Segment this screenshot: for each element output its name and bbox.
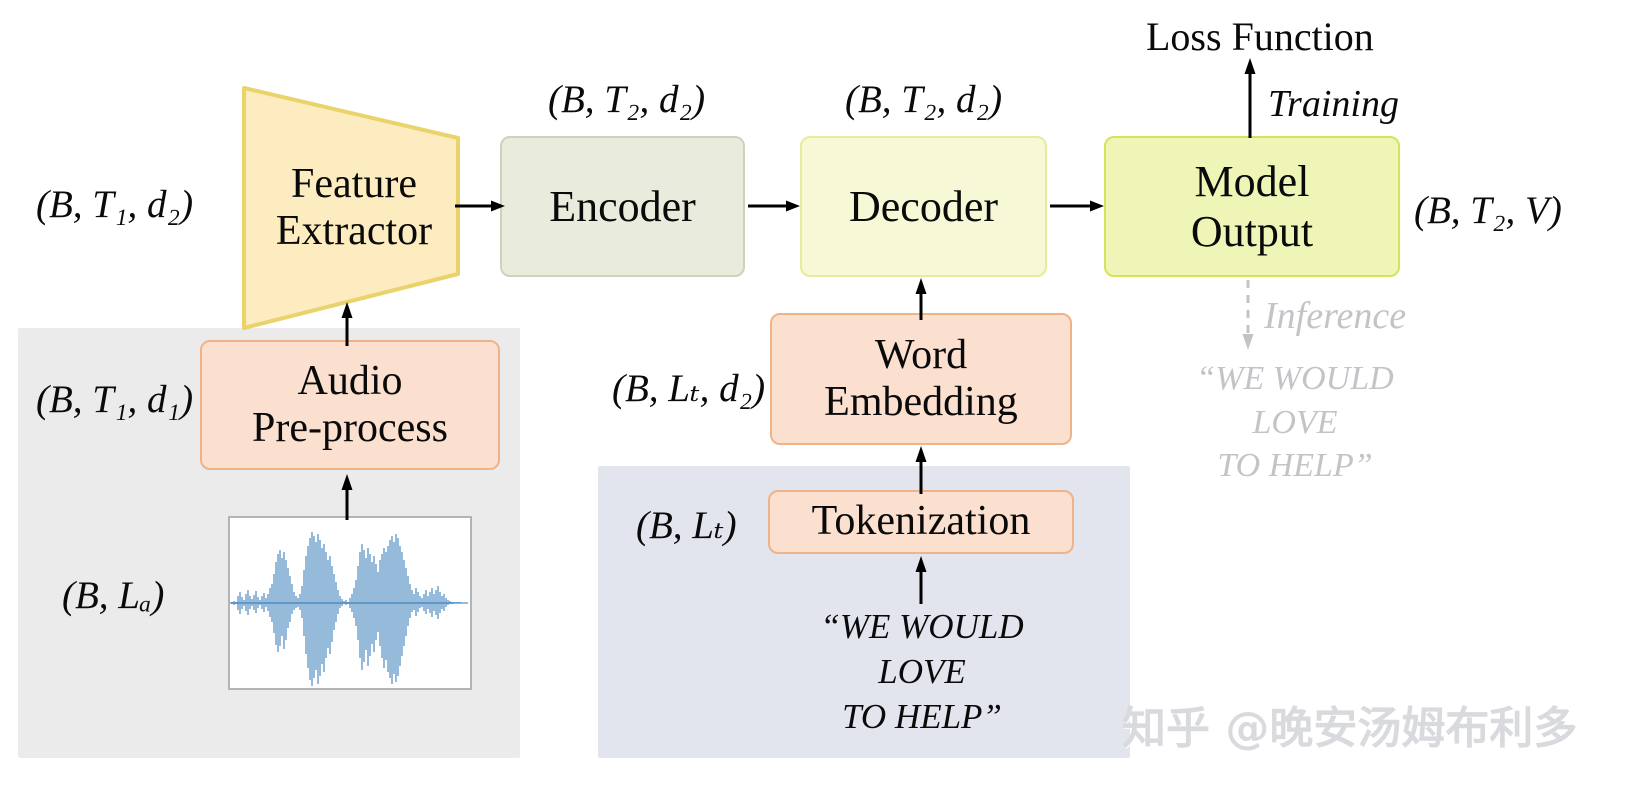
decoder-node[interactable]: Decoder bbox=[800, 136, 1047, 277]
shape-label-decoder-output: (B, T₂, d₂) bbox=[845, 78, 1003, 121]
model-output-label: Model Output bbox=[1191, 157, 1313, 256]
arrow-waveform-to-audio-preprocess bbox=[337, 474, 357, 520]
arrow-input-text-to-tokenization bbox=[911, 556, 931, 604]
word-embedding-label-line2: Embedding bbox=[824, 379, 1018, 425]
zhihu-watermark: 知乎 @晚安汤姆布利多 bbox=[1122, 703, 1578, 754]
shape-label-feature-extractor-output: (B, T₁, d₂) bbox=[36, 183, 194, 226]
word-embedding-node[interactable]: Word Embedding bbox=[770, 313, 1072, 445]
audio-waveform-image bbox=[228, 516, 472, 690]
audio-preprocess-node[interactable]: Audio Pre-process bbox=[200, 340, 500, 470]
model-output-label-line2: Output bbox=[1190, 206, 1314, 256]
inference-output-text: “WE WOULD LOVE TO HELP” bbox=[1170, 357, 1420, 488]
arrow-feature-extractor-to-encoder bbox=[455, 196, 507, 216]
audio-preprocess-label-line1: Audio bbox=[297, 357, 403, 404]
shape-label-word-embedding-output: (B, Lₜ, d₂) bbox=[612, 367, 766, 410]
shape-label-model-output: (B, T₂, V) bbox=[1414, 189, 1562, 232]
tokenization-label: Tokenization bbox=[811, 498, 1031, 545]
arrow-model-output-to-loss-function bbox=[1240, 58, 1260, 138]
shape-label-tokenization-output: (B, Lₜ) bbox=[636, 504, 737, 547]
training-branch-label: Training bbox=[1268, 83, 1399, 125]
arrow-word-embedding-to-decoder bbox=[911, 278, 931, 320]
inference-branch-label: Inference bbox=[1264, 295, 1407, 337]
input-transcript-line1: “WE WOULD LOVE bbox=[820, 607, 1024, 691]
input-transcript-text: “WE WOULD LOVE TO HELP” bbox=[780, 605, 1064, 739]
word-embedding-label: Word Embedding bbox=[824, 332, 1018, 426]
word-embedding-label-line1: Word bbox=[874, 331, 968, 378]
audio-preprocess-label-line2: Pre-process bbox=[252, 405, 448, 451]
inference-output-text-line2: TO HELP” bbox=[1217, 447, 1373, 485]
arrow-tokenization-to-word-embedding bbox=[911, 446, 931, 494]
arrow-audio-preprocess-to-feature-extractor bbox=[337, 302, 357, 346]
arrow-decoder-to-model-output bbox=[1050, 196, 1106, 216]
arrow-encoder-to-decoder bbox=[748, 196, 802, 216]
encoder-label: Encoder bbox=[549, 181, 696, 231]
model-output-label-line1: Model bbox=[1194, 157, 1310, 207]
feature-extractor-node[interactable]: Feature Extractor bbox=[240, 84, 462, 332]
shape-label-raw-audio: (B, Lₐ) bbox=[62, 574, 165, 617]
tokenization-node[interactable]: Tokenization bbox=[768, 490, 1074, 554]
encoder-node[interactable]: Encoder bbox=[500, 136, 745, 277]
audio-waveform-plot bbox=[230, 532, 468, 686]
arrow-model-output-to-inference bbox=[1238, 280, 1258, 352]
decoder-label: Decoder bbox=[848, 181, 998, 231]
model-output-node[interactable]: Model Output bbox=[1104, 136, 1400, 277]
shape-label-audio-preprocess-output: (B, T₁, d₁) bbox=[36, 378, 194, 421]
feature-extractor-shape bbox=[242, 86, 460, 330]
input-transcript-line2: TO HELP” bbox=[842, 696, 1002, 736]
shape-label-encoder-output: (B, T₂, d₂) bbox=[548, 78, 706, 121]
inference-output-text-line1: “WE WOULD LOVE bbox=[1196, 360, 1394, 441]
loss-function-label: Loss Function bbox=[1146, 14, 1374, 59]
audio-preprocess-label: Audio Pre-process bbox=[252, 358, 448, 452]
